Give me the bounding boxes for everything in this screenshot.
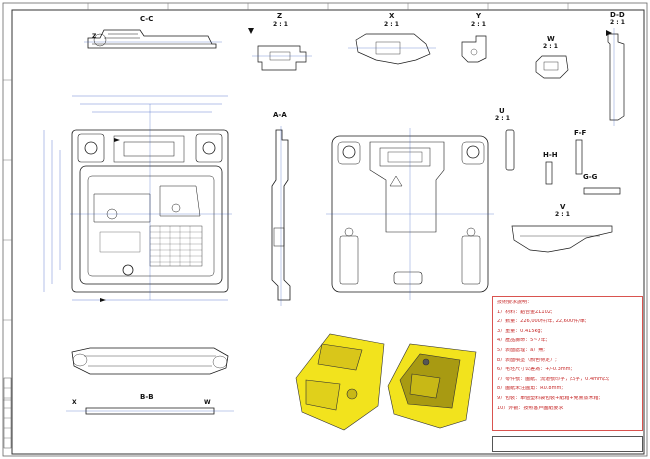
zone-ticks: [3, 3, 569, 401]
view-label-ff: F-F: [574, 129, 587, 137]
section-ff-view: [575, 139, 583, 175]
view-label-cc: C-C: [140, 15, 154, 23]
notes-title: 技術要求說明：: [497, 300, 533, 305]
render-isometric-back: [295, 333, 385, 431]
notes-item: 5）表面處理：a）無;: [497, 347, 545, 353]
section-gg-view: [583, 187, 621, 195]
section-bb-view: [66, 347, 234, 415]
notes-item: 1）材料：鋁合金ZL102;: [497, 309, 553, 315]
notes-item: b）表面噴塗（顏色待定）;: [497, 357, 557, 363]
main-top-view: [326, 128, 494, 300]
detail-v-view: [511, 225, 613, 253]
view-scale-u: 2 : 1: [495, 115, 510, 122]
notes-item: 6）毛坯尺寸公差為：+/-0.3mm;: [497, 367, 573, 373]
view-scale-dd: 2 : 1: [610, 19, 625, 26]
detail-z-view: [252, 45, 312, 71]
section-aa-view: [271, 126, 291, 306]
detail-w-view: [535, 55, 569, 79]
section-cc-view: [84, 29, 222, 49]
marker-x: X: [72, 399, 77, 406]
title-block: [492, 436, 643, 452]
view-label-dd: D-D: [610, 11, 625, 19]
detail-u-view: [505, 129, 515, 171]
view-scale-w: 2 : 1: [543, 43, 558, 50]
notes-item: 3）重量：0.415kg;: [497, 328, 543, 334]
section-dd-view: [607, 28, 625, 126]
detail-y-view: [461, 35, 487, 63]
marker-w: W: [204, 399, 211, 406]
view-label-v: V: [560, 203, 566, 211]
view-label-u: U: [499, 107, 505, 115]
notes-item: 4）產品壽命：5~7年;: [497, 338, 548, 344]
section-hh-view: [545, 161, 553, 185]
side-strip: [3, 377, 12, 449]
view-label-hh: H-H: [543, 151, 558, 159]
technical-notes: 技術要求說明： 1）材料：鋁合金ZL102; 2）數量：226,000件/年, …: [492, 296, 643, 431]
notes-item: 10）外觀：按照客戶圖紙要求: [497, 405, 564, 411]
view-label-gg: G-G: [583, 173, 598, 181]
section-markers: [100, 28, 612, 302]
main-plan-view: [43, 95, 232, 301]
view-scale-z: 2 : 1: [273, 21, 288, 28]
view-label-bb: B-B: [140, 393, 154, 401]
view-label-x: X: [389, 12, 395, 20]
view-label-aa: A-A: [273, 111, 287, 119]
view-label-w: W: [547, 35, 555, 43]
notes-item: 7）零件號：圖紙、流道號印字，凸字，0.4mm凸;: [497, 376, 610, 382]
marker-z: Z: [92, 33, 97, 40]
detail-x-view: [348, 33, 436, 65]
view-scale-y: 2 : 1: [471, 21, 486, 28]
view-scale-x: 2 : 1: [384, 21, 399, 28]
render-isometric-front: [387, 343, 477, 429]
view-scale-v: 2 : 1: [555, 211, 570, 218]
notes-item: 8）圖紙未注圓角：R0.8mm;: [497, 386, 564, 392]
notes-item: 9）包裝：單個塑料袋包裝+紙箱+免熏蒸木箱;: [497, 395, 601, 401]
view-label-y: Y: [476, 12, 482, 20]
view-label-z: Z: [277, 12, 283, 20]
notes-item: 2）數量：226,000件/年, 22,600件/單;: [497, 319, 587, 325]
